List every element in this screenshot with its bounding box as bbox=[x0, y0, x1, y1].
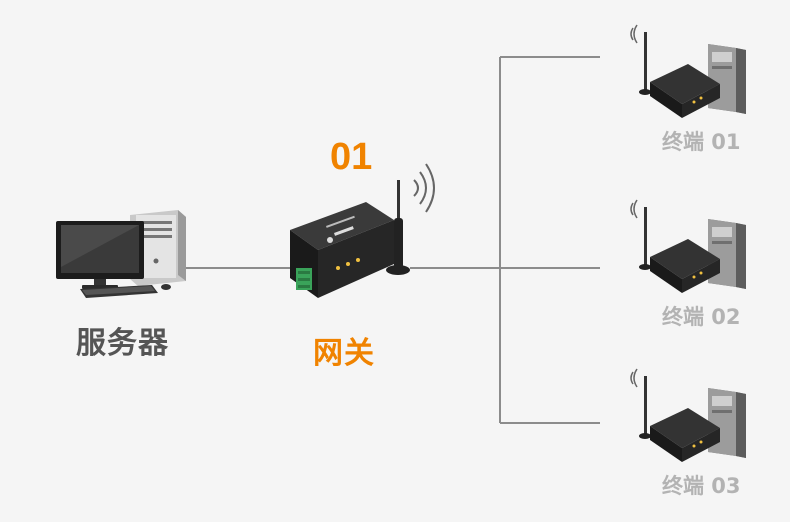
terminal-03-label: 终端 03 bbox=[662, 474, 741, 498]
gateway-number: 01 bbox=[330, 136, 373, 178]
server-label: 服务器 bbox=[76, 326, 169, 361]
desktop-computer-icon bbox=[56, 210, 186, 298]
terminal-01-label: 终端 01 bbox=[662, 130, 741, 154]
terminal-02-label: 终端 02 bbox=[662, 305, 741, 329]
terminal-device-icon bbox=[630, 24, 746, 118]
terminal-device-icon bbox=[630, 199, 746, 293]
dtu-gateway-icon bbox=[290, 163, 435, 298]
gateway-label: 网关 bbox=[313, 336, 375, 371]
terminal-device-icon bbox=[630, 368, 746, 462]
